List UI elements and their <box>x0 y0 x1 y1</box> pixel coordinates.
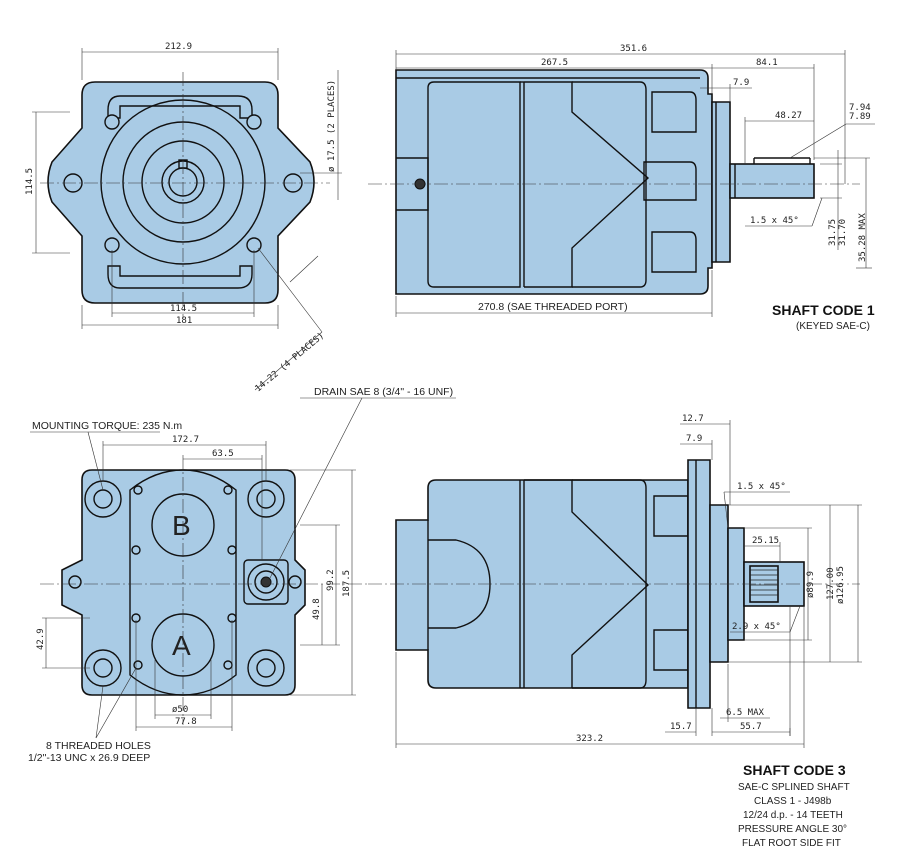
side-view-keyed: 351.6 267.5 84.1 7.9 48.27 7.94 7.89 1.5… <box>368 44 875 332</box>
shaft-code-3-line-2: CLASS 1 - J498b <box>754 796 832 807</box>
side-view-splined: 12.7 7.9 1.5 x 45° 25.15 2.9 x 45° ø89.9… <box>368 414 862 849</box>
dim-181: 181 <box>176 316 192 326</box>
dim-31-70: 31.70 <box>838 219 848 246</box>
dim-323-2: 323.2 <box>576 734 603 744</box>
dim-127-00: 127.00 <box>826 567 836 600</box>
dim-chamfer-bottom: 2.9 x 45° <box>732 622 781 632</box>
dim-49-8: 49.8 <box>312 598 322 620</box>
dim-7-89: 7.89 <box>849 112 871 122</box>
dim-114-5-left: 114.5 <box>25 168 35 195</box>
dim-chamfer-1: 1.5 x 45° <box>750 216 799 226</box>
dim-6-5-max: 6.5 MAX <box>726 708 765 718</box>
dim-31-75: 31.75 <box>828 219 838 246</box>
dim-77-8: 77.8 <box>175 717 197 727</box>
dim-corner-holes: 14.22 (4 PLACES) <box>254 331 327 394</box>
shaft-code-1-sub: (KEYED SAE-C) <box>796 321 870 332</box>
torque-label: MOUNTING TORQUE: 235 N.m <box>32 420 182 432</box>
shaft-code-1-title: SHAFT CODE 1 <box>772 302 875 318</box>
dim-351-6: 351.6 <box>620 44 647 54</box>
dim-212-9: 212.9 <box>165 42 192 52</box>
shaft-code-3-line-3: 12/24 d.p. - 14 TEETH <box>743 810 843 821</box>
dim-chamfer-top: 1.5 x 45° <box>737 482 786 492</box>
dim-15-7: 15.7 <box>670 722 692 732</box>
dim-7-9-bottom: 7.9 <box>686 434 702 444</box>
dim-48-27: 48.27 <box>775 111 802 121</box>
dim-187-5: 187.5 <box>342 570 352 597</box>
dim-172-7: 172.7 <box>172 435 199 445</box>
dim-7-9-top: 7.9 <box>733 78 749 88</box>
dim-99-2: 99.2 <box>326 569 336 591</box>
holes-note-1: 8 THREADED HOLES <box>46 740 151 752</box>
shaft-code-3-line-5: FLAT ROOT SIDE FIT <box>742 838 841 849</box>
port-b-label: B <box>172 510 191 541</box>
dim-126-95: ø126.95 <box>836 566 846 604</box>
dim-55-7: 55.7 <box>740 722 762 732</box>
shaft-code-3-line-1: SAE-C SPLINED SHAFT <box>738 782 850 793</box>
holes-note-2: 1/2"-13 UNC x 26.9 DEEP <box>28 752 150 764</box>
dim-7-94: 7.94 <box>849 103 871 113</box>
drain-label: DRAIN SAE 8 (3/4" - 16 UNF) <box>314 386 453 398</box>
dim-port-len: 270.8 (SAE THREADED PORT) <box>478 301 628 313</box>
dim-35-28: 35.28 MAX <box>858 213 868 262</box>
front-view-keyed: 212.9 114.5 114.5 181 ø 17.5 (2 PLACES) … <box>25 42 342 394</box>
dim-42-9: 42.9 <box>36 628 46 650</box>
dim-25-15: 25.15 <box>752 536 779 546</box>
dim-dia-50: ø50 <box>172 705 188 715</box>
dim-hole-dia: ø 17.5 (2 PLACES) <box>327 80 337 172</box>
port-a-label: A <box>172 630 191 661</box>
dim-114-5-bottom: 114.5 <box>170 304 197 314</box>
dim-84-1: 84.1 <box>756 58 778 68</box>
rear-view-ports: B A 172.7 63.5 187.5 99.2 49.8 <box>28 386 456 764</box>
dim-12-7: 12.7 <box>682 414 704 424</box>
dim-89-9: ø89.9 <box>806 571 816 598</box>
dim-63-5: 63.5 <box>212 449 234 459</box>
shaft-code-3-title: SHAFT CODE 3 <box>743 762 846 778</box>
shaft-code-3-line-4: PRESSURE ANGLE 30° <box>738 824 847 835</box>
dim-267-5: 267.5 <box>541 58 568 68</box>
